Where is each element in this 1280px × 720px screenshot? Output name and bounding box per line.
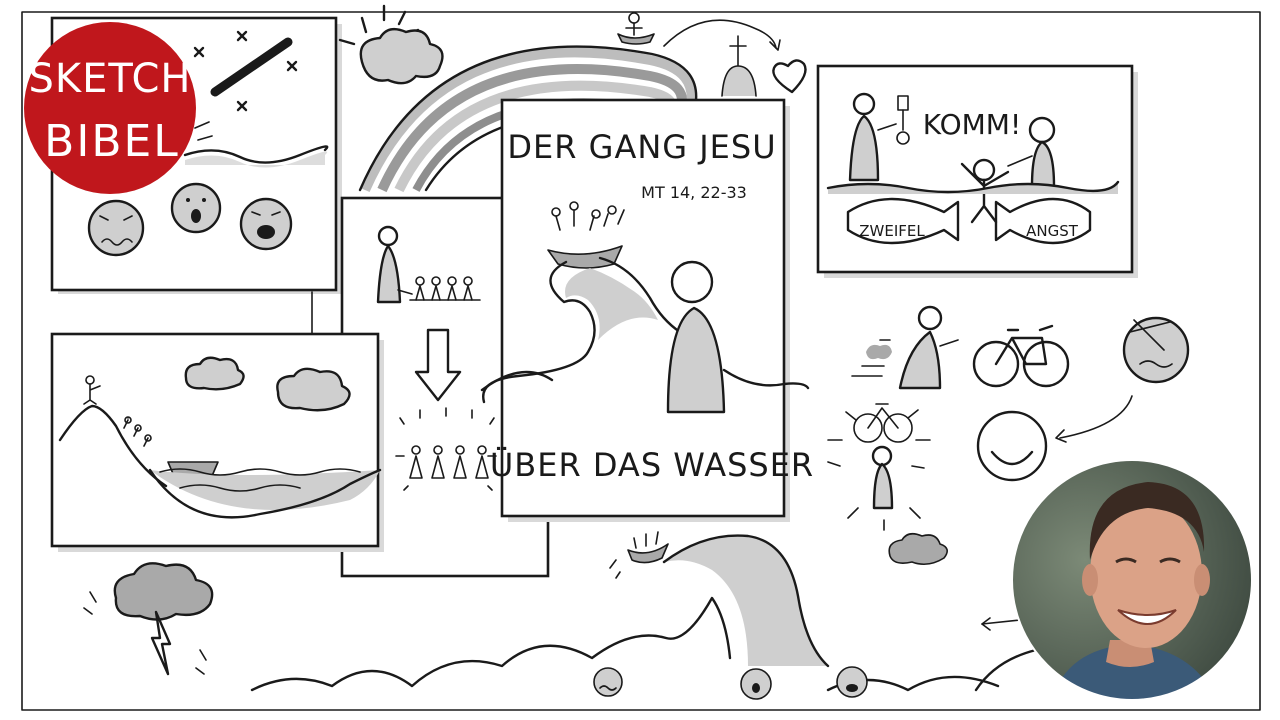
panel-lake bbox=[50, 332, 384, 552]
jesus-figure bbox=[666, 260, 726, 414]
sketch-bibel-logo: SKETCH BIBEL bbox=[24, 22, 196, 194]
fish-right-label: ANGST bbox=[1026, 222, 1079, 240]
panel-komm: KOMM! ZWEIFEL ANGST bbox=[816, 64, 1138, 278]
person-in-boat-icon bbox=[617, 12, 655, 45]
logo-line2: BIBEL bbox=[44, 116, 180, 167]
outer-frame bbox=[21, 11, 1261, 711]
bottom-scared-face-icon bbox=[836, 666, 868, 698]
logo-line1: SKETCH bbox=[29, 56, 192, 102]
cloud-small-icon bbox=[888, 532, 948, 566]
key-icon bbox=[896, 95, 910, 145]
sun-icon bbox=[338, 4, 420, 46]
bottom-worried-face-icon bbox=[593, 667, 623, 697]
wave-icon bbox=[482, 256, 682, 404]
bicycle-icon bbox=[972, 324, 1070, 388]
fish-icon-zweifel: ZWEIFEL bbox=[846, 197, 960, 245]
bottom-shocked-face-icon bbox=[740, 668, 772, 700]
fish-left-label: ZWEIFEL bbox=[859, 222, 925, 240]
comet-icon bbox=[210, 37, 293, 97]
komm-speech: KOMM! bbox=[923, 108, 1021, 141]
church-icon bbox=[721, 35, 757, 97]
sad-face-icon bbox=[1122, 316, 1190, 384]
center-card-reference: MT 14, 22-33 bbox=[641, 183, 747, 202]
worried-face-icon bbox=[87, 199, 145, 257]
running-person-icon bbox=[851, 305, 959, 390]
shocked-face-icon bbox=[170, 182, 222, 234]
center-card-subtitle: ÜBER DAS WASSER bbox=[490, 446, 814, 484]
bottom-wave bbox=[250, 534, 1038, 692]
thunder-cloud-icon bbox=[83, 562, 214, 676]
center-card: DER GANG JESU MT 14, 22-33 ÜBER DAS WASS… bbox=[480, 98, 814, 522]
star-icons bbox=[193, 30, 298, 112]
cloud-icon bbox=[359, 27, 444, 85]
scared-face-icon bbox=[239, 197, 293, 251]
person-carrying-bike-icon bbox=[827, 403, 931, 531]
boat-on-wave-icon bbox=[609, 531, 669, 579]
arrow-down-icon bbox=[414, 328, 462, 402]
smiley-icon bbox=[976, 410, 1048, 482]
presenter-photo bbox=[1011, 459, 1253, 701]
center-card-title: DER GANG JESU bbox=[507, 128, 776, 166]
heart-icon bbox=[772, 59, 807, 94]
fish-icon-angst: ANGST bbox=[994, 197, 1092, 245]
